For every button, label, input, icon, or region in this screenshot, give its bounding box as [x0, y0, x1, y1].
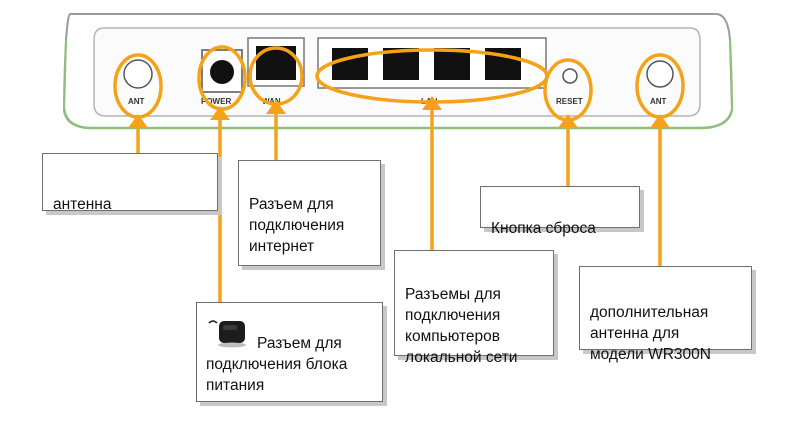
- router-edge-right: [729, 39, 733, 111]
- callout-lan: Разъемы для подключения компьютеров лока…: [394, 250, 554, 366]
- callout-lan-text: Разъемы для подключения компьютеров лока…: [405, 286, 518, 366]
- callout-reset-text: Кнопка сброса: [491, 220, 596, 237]
- arrowhead-reset: [558, 114, 578, 128]
- callout-wan-text: Разъем для подключения интернет: [249, 196, 345, 255]
- arrowhead-power: [210, 106, 230, 120]
- lan-port-1: [332, 48, 368, 80]
- callout-antenna-text: антенна: [53, 196, 112, 213]
- wan-label: WAN: [262, 97, 281, 106]
- lan-port-3: [434, 48, 470, 80]
- reset-label: RESET: [556, 97, 583, 106]
- arrowhead-antenna: [128, 114, 148, 128]
- callout-reset: Кнопка сброса: [480, 186, 640, 237]
- callout-power: Разъем для подключения блока питания: [196, 302, 383, 402]
- ant-left-label: ANT: [128, 97, 145, 106]
- arrowhead-lan: [422, 96, 442, 110]
- arrowhead-extra-antenna: [650, 114, 670, 128]
- callout-antenna: антенна: [42, 153, 218, 213]
- reset-button: [562, 68, 578, 84]
- power-adapter-icon: [208, 320, 246, 348]
- power-connector: [210, 60, 234, 84]
- router-edge: [62, 107, 734, 130]
- power-label: POWER: [201, 97, 231, 106]
- antenna-connector-right: [646, 60, 674, 88]
- antenna-connector-left: [123, 59, 153, 89]
- ant-right-label: ANT: [650, 97, 667, 106]
- callout-extra-antenna-text: дополнительная антенна для модели WR300N: [590, 304, 711, 363]
- arrowhead-wan: [266, 100, 286, 114]
- router-edge-left: [63, 39, 67, 109]
- callout-power-text-1: Разъем для: [257, 335, 342, 352]
- callout-wan: Разъем для подключения интернет: [238, 160, 381, 266]
- callout-extra-antenna: дополнительная антенна для модели WR300N: [579, 266, 752, 363]
- callout-power-text-2: подключения блока питания: [206, 356, 348, 394]
